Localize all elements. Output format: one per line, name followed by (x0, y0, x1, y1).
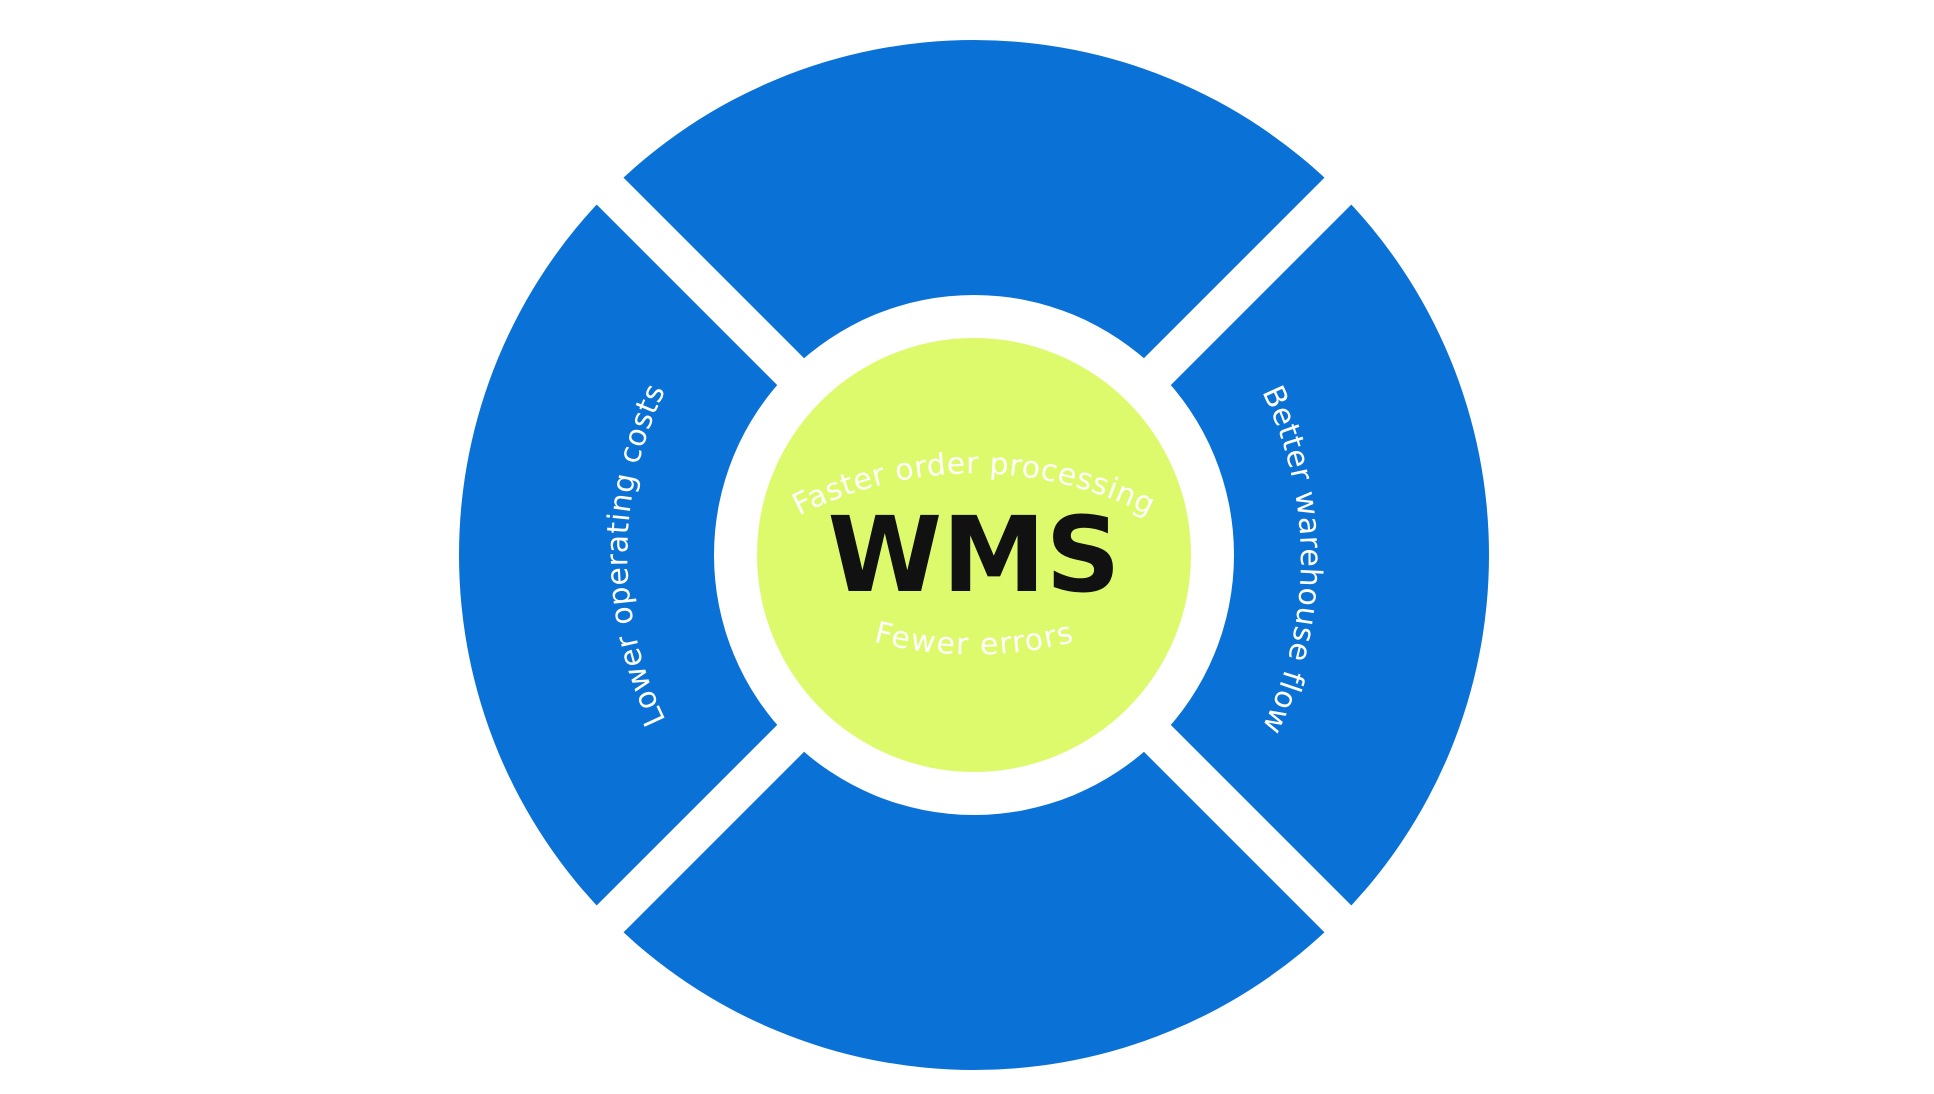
ring-segment-right (1157, 190, 1489, 920)
center-label: WMS (827, 494, 1120, 616)
center-circle (757, 338, 1191, 772)
segment-gap-2 (582, 711, 818, 947)
segment-separators (582, 163, 1366, 947)
ring-segment-top (609, 40, 1339, 372)
ring-segments (459, 40, 1489, 1070)
ring-segment-bottom (609, 738, 1339, 1070)
segment-gap-1 (1130, 711, 1366, 947)
ring-segment-left (459, 190, 791, 920)
segment-gap-3 (582, 163, 818, 399)
segment-gap-4 (1130, 163, 1366, 399)
